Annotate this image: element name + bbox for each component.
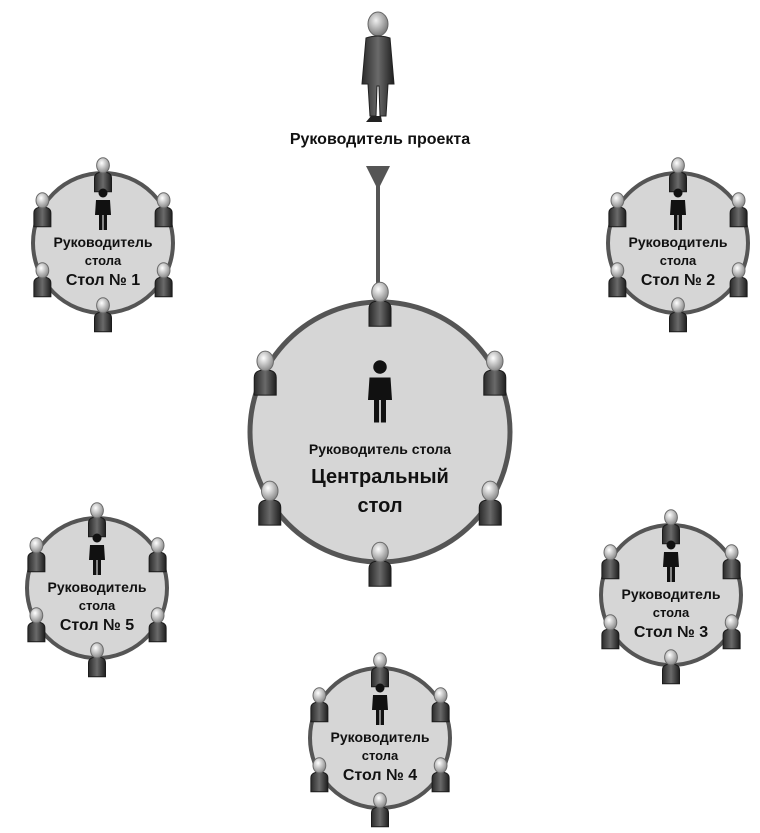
table-1-seat-3 — [154, 262, 173, 298]
table-3-seat-6 — [601, 544, 620, 580]
central-table-seat-5 — [258, 480, 282, 526]
table-4-seat-3 — [431, 757, 450, 793]
table-5-seat-5 — [27, 607, 46, 643]
table-5-seat-3 — [148, 607, 167, 643]
table-3-label-3: Стол № 3 — [634, 624, 708, 641]
central-table-seat-2 — [483, 350, 507, 396]
table-2-label-3: Стол № 2 — [641, 272, 715, 289]
table-1-label-2: стола — [85, 253, 122, 268]
table-4-seat-6 — [310, 687, 329, 723]
central-table-disc — [247, 299, 513, 565]
table-5-seat-6 — [27, 537, 46, 573]
table-5-seat-1 — [88, 502, 106, 538]
table-3-seat-2 — [722, 544, 741, 580]
table-1-label-3: Стол № 1 — [66, 272, 140, 289]
table-5-leader-icon — [89, 533, 105, 575]
table-1-seat-6 — [33, 192, 52, 228]
central-table-seat-3 — [478, 480, 502, 526]
table-1-leader-icon — [95, 188, 111, 230]
table-1-seat-2 — [154, 192, 173, 228]
table-2-seat-5 — [608, 262, 627, 298]
table-1-seat-1 — [94, 157, 112, 193]
table-4-seat-2 — [431, 687, 450, 723]
table-3-seat-1 — [662, 509, 680, 545]
central-table-seat-4 — [368, 541, 392, 587]
table-2-seat-3 — [729, 262, 748, 298]
table-2-seat-2 — [729, 192, 748, 228]
table-3-label-1: Руководитель — [622, 586, 721, 602]
central-table-leader-icon — [368, 360, 392, 423]
central-table-label-2: Центральный — [311, 466, 449, 488]
table-2-seat-6 — [608, 192, 627, 228]
table-2-leader-icon — [670, 188, 686, 230]
central-table-label-1: Руководитель стола — [309, 441, 451, 457]
table-2-seat-1 — [669, 157, 687, 193]
table-5-label-3: Стол № 5 — [60, 617, 134, 634]
table-1-seat-4 — [94, 297, 112, 333]
table-4-seat-1 — [371, 652, 389, 688]
project-manager-figure — [361, 11, 395, 122]
table-4-seat-5 — [310, 757, 329, 793]
table-3-label-2: стола — [653, 605, 690, 620]
table-3-seat-5 — [601, 614, 620, 650]
table-2-seat-4 — [669, 297, 687, 333]
table-4-leader-icon — [372, 683, 388, 725]
table-5-label-1: Руководитель — [48, 579, 147, 595]
table-4-label-2: стола — [362, 748, 399, 763]
table-5-label-2: стола — [79, 598, 116, 613]
table-4-label-1: Руководитель — [331, 729, 430, 745]
table-3-leader-icon — [663, 540, 679, 582]
table-2-label-1: Руководитель — [629, 234, 728, 250]
table-3-seat-3 — [722, 614, 741, 650]
table-3-seat-4 — [662, 649, 680, 685]
table-1-seat-5 — [33, 262, 52, 298]
table-4-label-3: Стол № 4 — [343, 767, 417, 784]
table-4-seat-4 — [371, 792, 389, 828]
central-table-label-3: стол — [357, 495, 402, 517]
table-5-seat-4 — [88, 642, 106, 678]
table-1-label-1: Руководитель — [54, 234, 153, 250]
central-table-seat-6 — [253, 350, 277, 396]
table-2-label-2: стола — [660, 253, 697, 268]
project-manager-label: Руководитель проекта — [290, 131, 470, 148]
table-5-seat-2 — [148, 537, 167, 573]
central-table-seat-1 — [368, 281, 392, 327]
